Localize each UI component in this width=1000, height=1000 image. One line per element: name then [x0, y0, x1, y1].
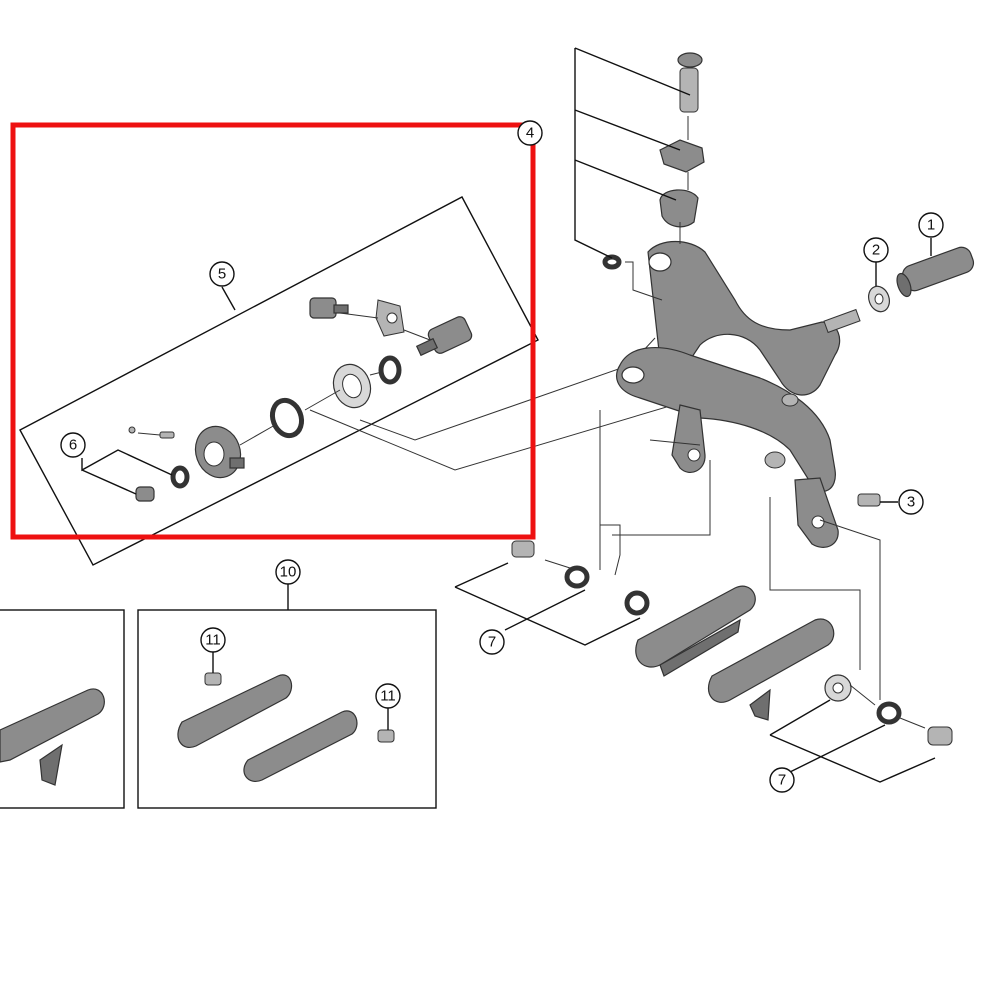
washer-7-b [624, 590, 650, 616]
brake-shoe-rear [707, 618, 835, 721]
callout-2: 2 [863, 237, 889, 263]
bolt-6-part [135, 486, 155, 502]
callout-3-text: 3 [907, 494, 915, 511]
small-ring-part-4 [602, 254, 622, 270]
callout-7b-leader [769, 699, 936, 783]
callout-4-leader [574, 47, 691, 259]
callout-10-text: 10 [280, 564, 297, 581]
callout-7a-text: 7 [488, 634, 496, 651]
callout-4: 4 [517, 120, 543, 146]
callout-7b-text: 7 [778, 772, 786, 789]
screw-part-3 [857, 493, 881, 507]
sleeve-nut-part-1 [896, 246, 975, 298]
left-brake-shoe [0, 688, 105, 786]
retainer-clip-part [375, 299, 405, 337]
cartridge-pad-lower [243, 710, 358, 782]
pad-fixing-bolt-a [204, 672, 222, 686]
highlight-frame [10, 122, 536, 540]
callout-11-lower: 11 [375, 683, 401, 709]
adjuster-barrel-part [415, 316, 473, 357]
callout-6-text: 6 [69, 437, 77, 454]
shoe-guide-lines [544, 410, 926, 729]
callout-7-bottom: 7 [769, 767, 795, 793]
shoe-fixing-bolt-b [927, 726, 953, 746]
callout-5-leader [221, 286, 236, 311]
pivot-collar-part [194, 425, 245, 479]
shoe-fixing-bolt-a [511, 540, 535, 558]
callout-6-leader [81, 449, 173, 495]
cartridge-pad-upper [177, 674, 293, 748]
subassembly-5-frame [19, 196, 539, 566]
callout-4-text: 4 [526, 125, 534, 142]
callout-11b-text: 11 [380, 688, 396, 705]
callout-1: 1 [918, 212, 944, 238]
washer-7-c [824, 674, 852, 702]
subassembly-10-frame [137, 609, 437, 809]
callout-6: 6 [60, 432, 86, 458]
washer-6-part [170, 465, 190, 489]
spring-ring-part [269, 397, 305, 439]
washer-7-a [564, 565, 590, 589]
callout-11a-text: 11 [205, 632, 221, 649]
callout-5: 5 [209, 261, 235, 287]
left-subassembly-frame [0, 609, 125, 809]
brake-shoe-front [635, 585, 756, 677]
seat-washer-part-4 [659, 189, 699, 228]
callout-3: 3 [898, 489, 924, 515]
washer-7-d [876, 701, 902, 725]
callout-11-upper: 11 [200, 627, 226, 653]
callout-7-top: 7 [479, 629, 505, 655]
caliper-arch-part [616, 241, 841, 548]
washer-part-2 [868, 285, 890, 313]
callout-10: 10 [275, 559, 301, 585]
quick-release-nut-part-4 [659, 139, 705, 173]
adjuster-bolt-part [309, 297, 349, 319]
callout-5-text: 5 [218, 266, 226, 283]
small-ring-part [378, 355, 402, 385]
small-pin-part [128, 426, 175, 439]
guide-lines-box5 [137, 312, 431, 446]
part-4-guide-lines [625, 116, 689, 301]
cam-washer-part [332, 363, 372, 409]
callout-2-text: 2 [872, 242, 880, 259]
adjuster-bolt-part-4 [677, 52, 703, 113]
callout-7a-leader [454, 562, 641, 646]
mounting-stud-part [823, 308, 861, 334]
pad-fixing-bolt-b [377, 729, 395, 743]
callout-1-text: 1 [927, 217, 935, 234]
